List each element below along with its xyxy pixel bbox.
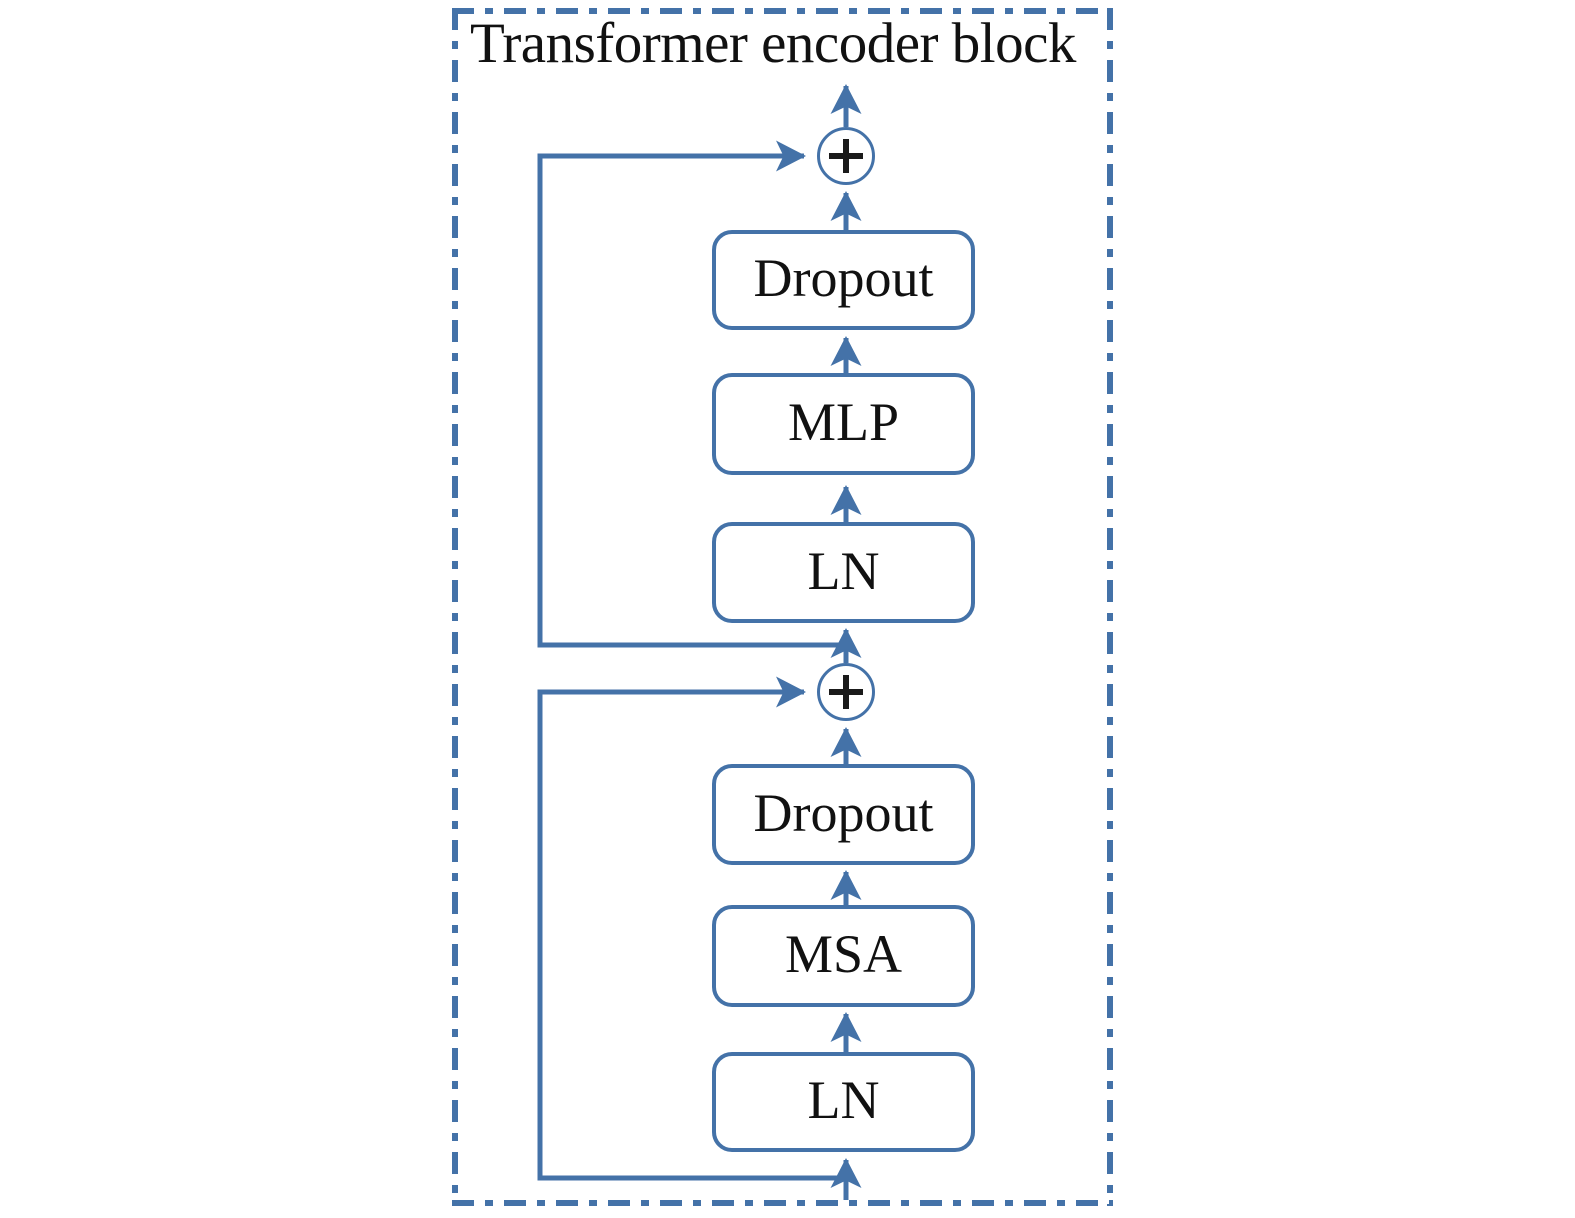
node-label: Dropout xyxy=(753,782,934,843)
plus-icon xyxy=(829,675,863,709)
node-label: LN xyxy=(807,540,880,601)
frame-edge-bottom xyxy=(452,1200,1113,1206)
add-node-upper xyxy=(817,127,875,185)
node-ln-lower: LN xyxy=(712,1052,975,1152)
node-msa: MSA xyxy=(712,905,975,1007)
node-label: MLP xyxy=(787,392,900,452)
node-ln-upper: LN xyxy=(712,522,975,623)
node-label: LN xyxy=(807,1070,880,1130)
plus-icon xyxy=(829,139,863,173)
node-dropout-lower: Dropout xyxy=(712,764,975,865)
frame-edge-right xyxy=(1107,8,1113,1206)
frame-edge-left xyxy=(452,8,458,1206)
node-mlp: MLP xyxy=(712,373,975,475)
frame-edge-top xyxy=(452,8,1113,14)
encoder-block-frame xyxy=(447,3,1118,1211)
node-dropout-upper: Dropout xyxy=(712,230,975,330)
add-node-lower xyxy=(817,663,875,721)
node-label: MSA xyxy=(784,924,903,984)
node-label: Dropout xyxy=(753,248,934,308)
diagram-title: Transformer encoder block xyxy=(470,12,1076,75)
